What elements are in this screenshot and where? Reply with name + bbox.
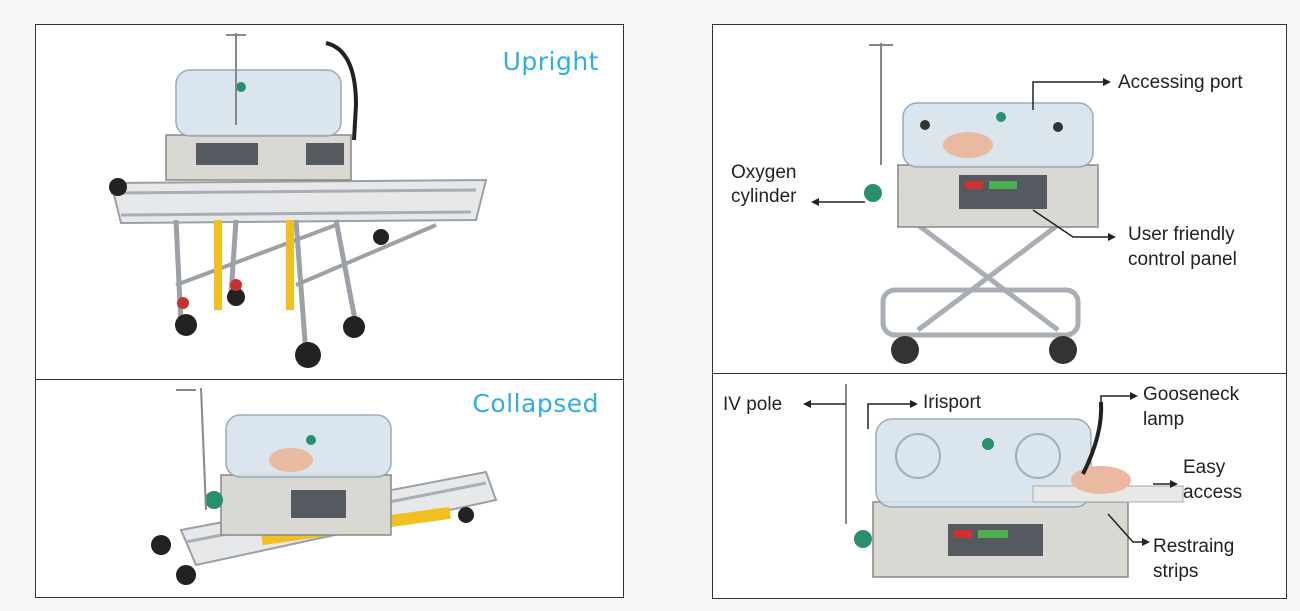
- gooseneck-lamp-label-line2: lamp: [1143, 409, 1185, 430]
- gooseneck-lamp-label-line1: Gooseneck: [1143, 384, 1240, 405]
- control-panel-label-line2: control panel: [1128, 249, 1237, 270]
- upright-label: Upright: [502, 47, 599, 76]
- irisport-label: Irisport: [923, 392, 982, 413]
- oxygen-cylinder-label-line2: cylinder: [731, 186, 797, 207]
- arrow-icon: [1170, 480, 1178, 488]
- arrow-icon: [1142, 538, 1150, 546]
- easy-access-label-line2: access: [1183, 482, 1243, 503]
- upright-incubator-image: [109, 33, 488, 368]
- restraining-strips-label-line1: Restraing: [1153, 536, 1235, 557]
- control-panel-label-line1: User friendly: [1128, 224, 1235, 245]
- upright-panel: Upright: [35, 24, 624, 380]
- incubator-features-top-image: [811, 43, 1116, 364]
- accessing-port-label: Accessing port: [1118, 72, 1243, 93]
- easy-access-label-line1: Easy: [1183, 457, 1226, 478]
- arrow-icon: [1130, 392, 1138, 400]
- oxygen-cylinder-label-line1: Oxygen: [731, 162, 797, 183]
- arrow-icon: [910, 400, 918, 408]
- restraining-strips-label-line2: strips: [1153, 561, 1199, 582]
- collapsed-panel: Collapsed: [35, 379, 624, 598]
- features-top-panel: Accessing port Oxygen cylinder User frie…: [712, 24, 1287, 374]
- arrow-icon: [811, 198, 819, 206]
- features-bottom-panel: IV pole Irisport Gooseneck lamp Easy acc…: [712, 373, 1287, 599]
- arrow-icon: [1103, 78, 1111, 86]
- collapsed-label: Collapsed: [472, 389, 599, 418]
- arrow-icon: [803, 400, 811, 408]
- incubator-features-bottom-image: [803, 384, 1184, 578]
- arrow-icon: [1108, 233, 1116, 241]
- collapsed-incubator-image: [151, 387, 498, 585]
- iv-pole-label: IV pole: [723, 394, 783, 415]
